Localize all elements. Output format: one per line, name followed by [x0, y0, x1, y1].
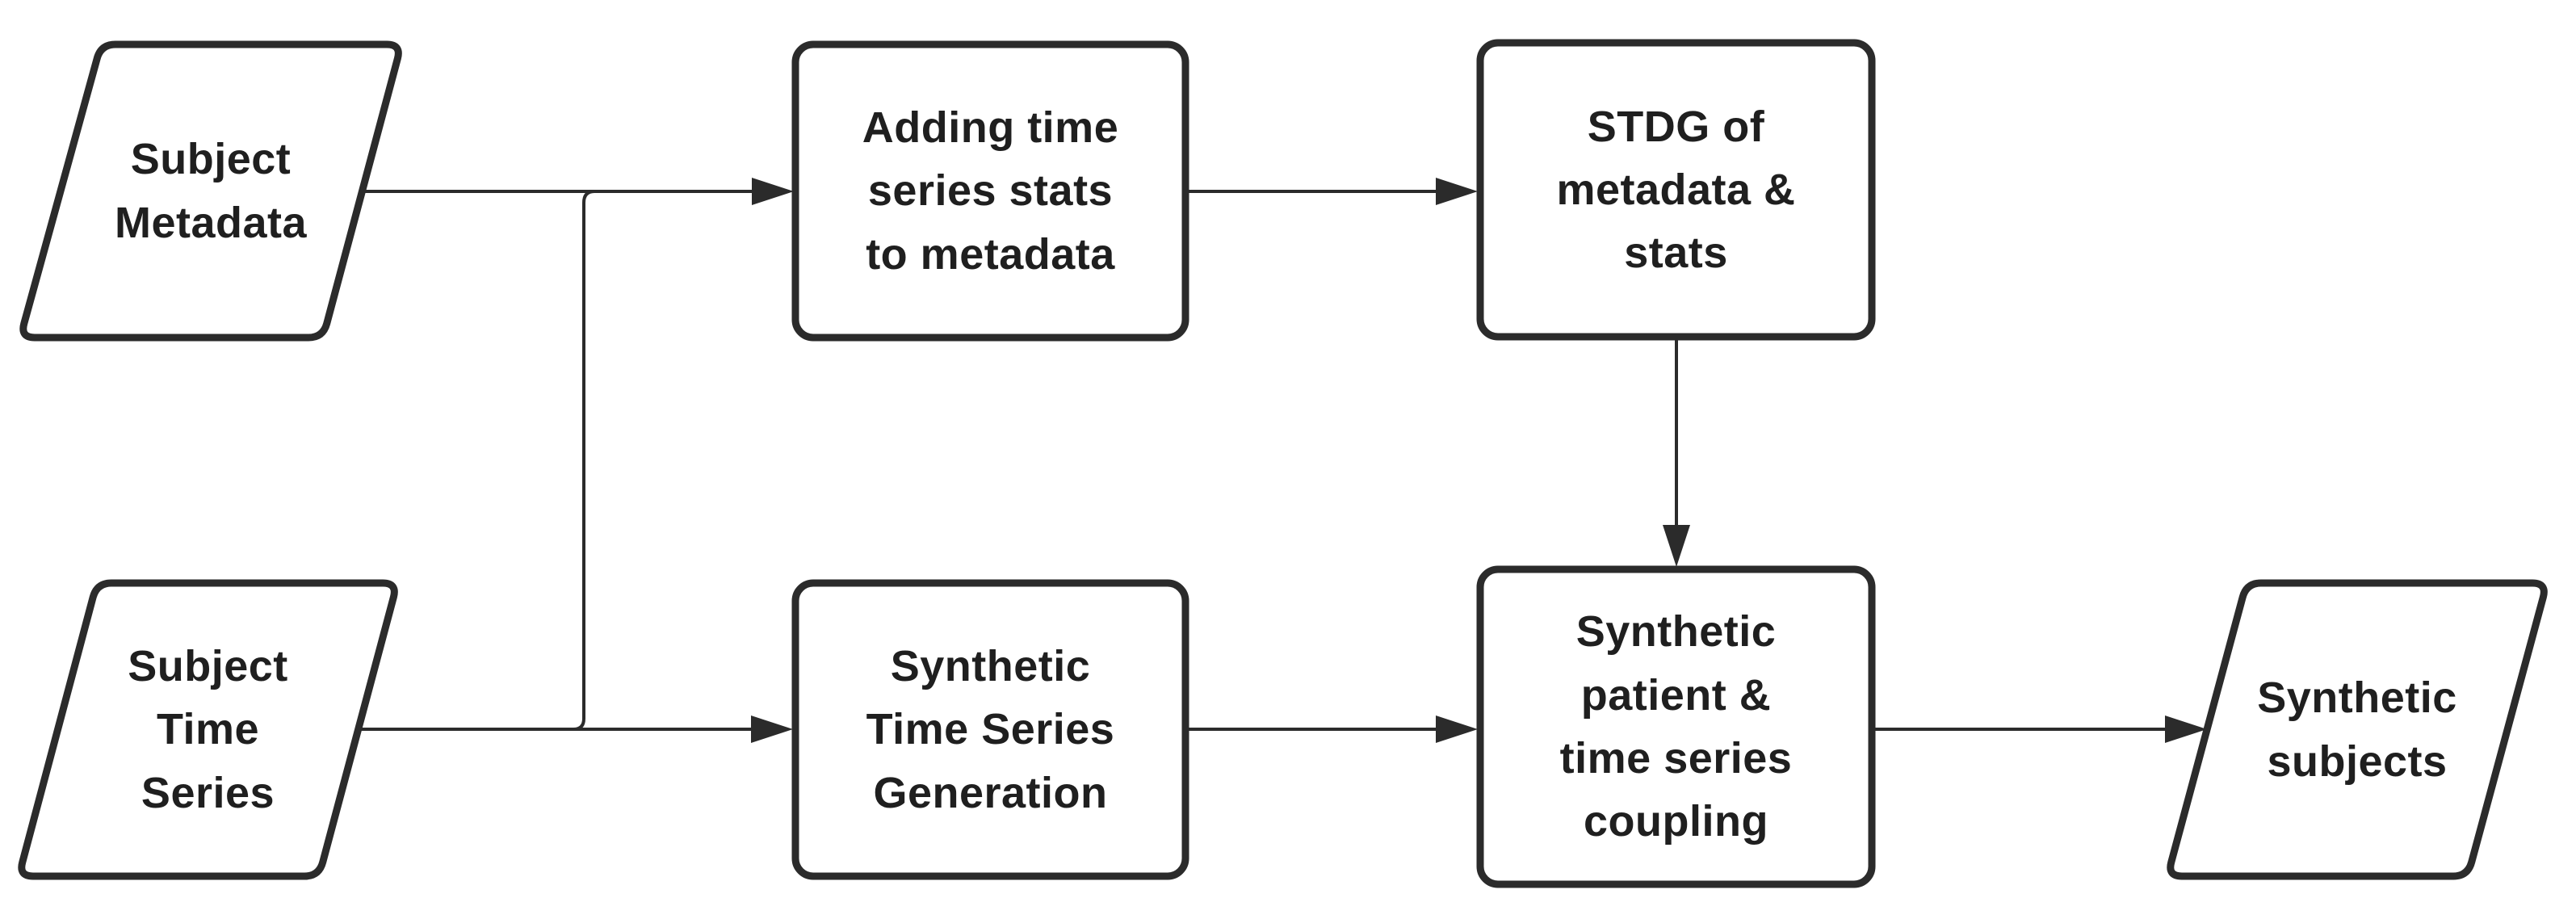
node-shape-synthetic-subjects	[2167, 579, 2548, 880]
edge-coupling-to-synthetic-subjects	[1872, 715, 2207, 743]
edge-adding-stats-to-stdg	[1185, 178, 1478, 205]
edge-stsg-to-coupling	[1185, 715, 1478, 743]
arrow-head-icon	[1436, 178, 1478, 205]
node-shape-coupling	[1476, 565, 1876, 888]
edge-line	[573, 190, 595, 731]
arrow-head-icon	[751, 715, 793, 743]
node-shape-adding-stats	[791, 40, 1189, 342]
arrow-head-icon	[1436, 715, 1478, 743]
edge-stdg-to-coupling	[1663, 337, 1690, 567]
arrow-head-icon	[2165, 715, 2207, 743]
node-shape-stsg	[791, 579, 1189, 880]
edge-subject-time-series-branch	[573, 190, 595, 731]
node-shape-subject-time-series	[18, 579, 398, 880]
arrow-head-icon	[1663, 525, 1690, 567]
node-shape-stdg	[1476, 39, 1876, 341]
node-shape-subject-metadata	[19, 40, 402, 342]
edge-subject-metadata-to-adding-stats	[362, 178, 794, 205]
edge-subject-time-series-to-stsg	[359, 715, 793, 743]
arrow-head-icon	[752, 178, 794, 205]
